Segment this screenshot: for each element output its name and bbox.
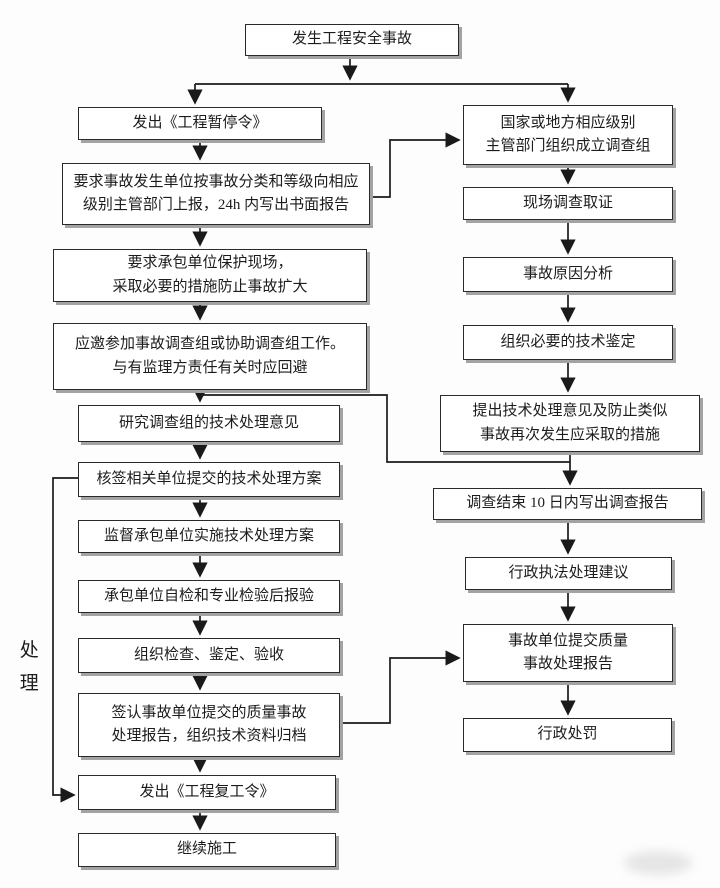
node-site-investigation: 现场调查取证: [463, 187, 673, 220]
node-countersign-technical-plan: 核签相关单位提交的技术处理方案: [78, 462, 340, 497]
node-contractor-protect-site: 要求承包单位保护现场， 采取必要的措施防止事故扩大: [53, 249, 367, 302]
node-accident-occurs: 发生工程安全事故: [245, 24, 459, 56]
node-issue-stop-work-order: 发出《工程暂停令》: [78, 107, 322, 140]
node-review-technical-opinions: 研究调查组的技术处理意见: [78, 405, 340, 442]
node-administrative-penalty: 行政处罚: [463, 718, 672, 752]
node-technical-appraisal: 组织必要的技术鉴定: [463, 325, 673, 360]
node-authority-form-investigation-team: 国家或地方相应级别 主管部门组织成立调查组: [463, 105, 673, 165]
connector: [340, 650, 461, 724]
node-cause-analysis: 事故原因分析: [463, 257, 673, 292]
node-join-investigation-team: 应邀参加事故调查组或协助调查组工作。 与有监理方责任有关时应回避: [53, 323, 367, 390]
node-write-investigation-report: 调查结束 10 日内写出调查报告: [433, 488, 702, 520]
node-organize-inspection-acceptance: 组织检查、鉴定、验收: [78, 638, 340, 673]
connector: [200, 394, 570, 463]
connector: [370, 132, 461, 198]
connector: [52, 477, 78, 803]
node-sign-accident-report-archive: 签认事故单位提交的质量事故 处理报告，组织技术资料归档: [78, 693, 340, 757]
node-contractor-self-inspection: 承包单位自检和专业检验后报验: [78, 580, 340, 613]
node-unit-submit-accident-report: 事故单位提交质量 事故处理报告: [463, 624, 673, 682]
node-issue-resume-work-order: 发出《工程复工令》: [78, 775, 336, 810]
node-continue-construction: 继续施工: [78, 833, 336, 867]
node-report-to-authority: 要求事故发生单位按事故分类和等级向相应 级别主管部门上报，24h 内写出书面报告: [62, 163, 370, 225]
side-label-handling: 处理: [19, 640, 39, 695]
watermark-blob: [624, 851, 692, 875]
node-enforcement-suggestion: 行政执法处理建议: [465, 557, 672, 590]
node-supervise-plan-implementation: 监督承包单位实施技术处理方案: [78, 520, 340, 553]
node-propose-technical-measures: 提出技术处理意见及防止类似 事故再次发生应采取的措施: [440, 395, 700, 452]
